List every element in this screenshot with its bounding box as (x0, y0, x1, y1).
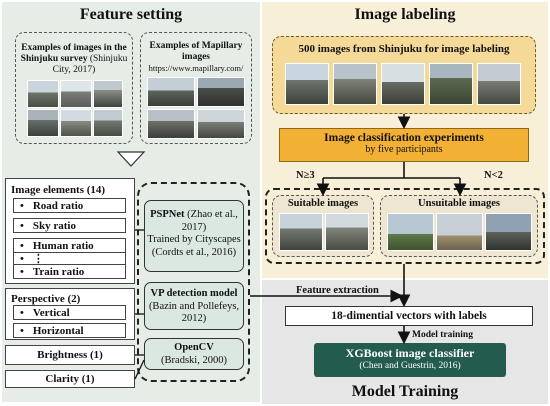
xgboost-classifier-box: XGBoost image classifier (Chen and Guest… (314, 343, 506, 377)
horizontal-item: Horizontal (13, 323, 126, 338)
feature-extraction-label: Feature extraction (296, 285, 379, 296)
vectors-box: 18-dimential vectors with labels (285, 306, 533, 326)
mapillary-photo-3 (147, 109, 195, 139)
mapillary-photo-2 (197, 77, 245, 107)
labeling-photo-3 (381, 63, 425, 105)
opencv-box: OpenCV(Bradski, 2000) (144, 338, 244, 370)
models-container (137, 182, 250, 382)
survey-examples-box: Examples of images in the Shinjuku surve… (15, 32, 133, 144)
labeling-photo-1 (285, 63, 329, 105)
suitable-photo-2 (325, 213, 369, 251)
suitable-images-box: Suitable images (272, 195, 374, 257)
mapillary-photo-1 (147, 77, 195, 107)
images-500-box: 500 images from Shinjuku for image label… (272, 36, 536, 114)
image-labeling-title: Image labeling (354, 6, 456, 23)
down-arrow-triangle-icon (116, 151, 146, 167)
branch-right-label: N<2 (484, 170, 503, 181)
branch-left-label: N≥3 (296, 170, 315, 181)
mapillary-photo-4 (197, 109, 245, 139)
labeling-photo-4 (429, 63, 473, 105)
brightness-box: Brightness (1) (5, 345, 135, 365)
images-500-label: 500 images from Shinjuku for image label… (298, 43, 510, 55)
human-ratio-item: Human ratio (13, 238, 126, 253)
survey-photo-5 (60, 109, 92, 137)
model-training-title: Model Training (351, 383, 459, 400)
unsuitable-photo-3 (485, 213, 532, 251)
image-elements-title: Image elements (14) (11, 184, 106, 196)
vertical-item: Vertical (13, 305, 126, 320)
survey-photo-4 (27, 109, 59, 137)
classified-images-container (265, 188, 545, 264)
model-training-label: Model training (412, 330, 473, 340)
road-ratio-item: Road ratio (13, 198, 126, 213)
mapillary-caption: Examples of Mapillary images https://www… (148, 41, 244, 73)
survey-photo-2 (60, 80, 92, 108)
clarity-box: Clarity (1) (5, 370, 135, 388)
pspnet-box: PSPNet (Zhao et al., 2017) Trained by Ci… (144, 200, 244, 272)
survey-photo-3 (93, 80, 123, 108)
survey-photo-1 (27, 80, 59, 108)
labeling-photo-2 (333, 63, 377, 105)
unsuitable-photo-1 (387, 213, 434, 251)
labeling-photo-5 (477, 63, 521, 105)
survey-caption: Examples of images in the Shinjuku surve… (20, 43, 128, 75)
sky-ratio-item: Sky ratio (13, 218, 126, 233)
survey-photo-6 (93, 109, 123, 137)
unsuitable-images-box: Unsuitable images (380, 195, 538, 257)
mapillary-examples-box: Examples of Mapillary images https://www… (140, 32, 252, 144)
suitable-photo-1 (279, 213, 323, 251)
unsuitable-photo-2 (436, 213, 483, 251)
feature-setting-title: Feature setting (79, 6, 183, 23)
perspective-title: Perspective (2) (11, 293, 81, 305)
train-ratio-item: Train ratio (13, 264, 126, 279)
vp-detection-box: VP detection model (Bazin and Pollefeys,… (144, 282, 244, 330)
